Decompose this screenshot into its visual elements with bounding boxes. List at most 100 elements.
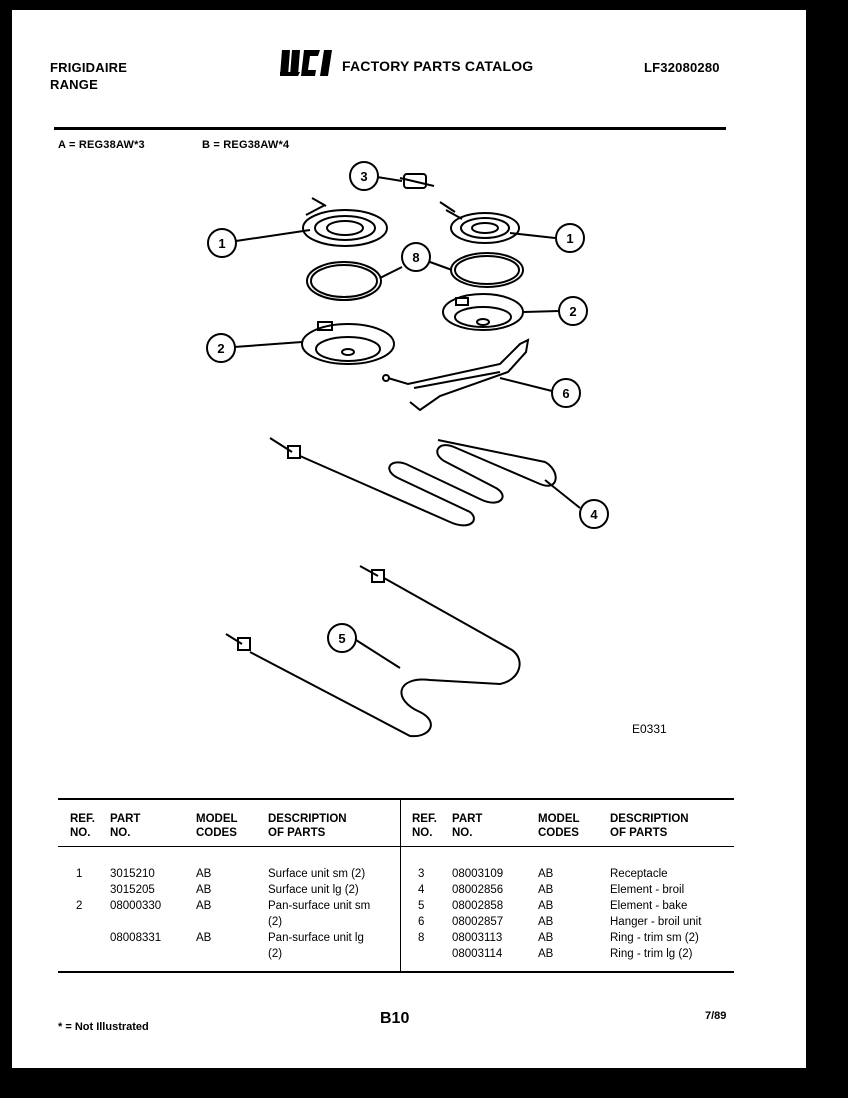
col-part-header: PART (110, 813, 141, 825)
table-cell: 3015210 (110, 868, 155, 880)
table-cell: 1 (76, 868, 83, 880)
callout-label: 6 (562, 386, 569, 401)
table-cell (70, 946, 110, 962)
product-name: RANGE (50, 77, 98, 92)
table-cell: AB (196, 932, 212, 944)
col-model-header: MODEL (538, 813, 580, 825)
callout-label: 3 (360, 169, 367, 184)
table-cell (70, 930, 110, 946)
table-cell: 2 (76, 900, 83, 912)
col-ref-header: REF. (412, 813, 437, 825)
catalog-page (12, 10, 806, 1068)
table-cell: (2) (268, 948, 283, 960)
table-cell: Receptacle (610, 868, 668, 880)
table-cell: AB (196, 884, 212, 896)
col-desc-header: DESCRIPTION (610, 813, 689, 825)
table-cell (412, 840, 740, 866)
table-cell (196, 914, 268, 930)
model-a: A = REG38AW*3 (58, 139, 145, 151)
trim-ring-large (306, 261, 382, 301)
callout-3: 3 (349, 161, 379, 191)
table-cell: 08003114 (452, 948, 503, 960)
header-rule (54, 127, 726, 130)
table-cell: Surface unit lg (2) (268, 884, 359, 896)
table-cell (110, 946, 196, 962)
col-model-header: MODEL (196, 813, 238, 825)
callout-8: 8 (401, 242, 431, 272)
col-ref-header: REF. (70, 813, 95, 825)
callout-label: 1 (218, 236, 225, 251)
bake-element-part (225, 565, 521, 738)
table-cell: AB (538, 868, 554, 880)
table-top-rule (58, 798, 734, 800)
callout-2-right: 2 (558, 296, 588, 326)
callout-1-right: 1 (555, 223, 585, 253)
table-cell: Pan-surface unit sm (268, 900, 371, 912)
table-cell: 4 (418, 884, 425, 896)
table-cell: 6 (418, 916, 425, 928)
table-cell: 3 (418, 868, 425, 880)
table-cell: 3015205 (110, 884, 155, 896)
callouts: 1 1 2 2 3 4 5 6 8 (206, 161, 609, 653)
table-cell: (2) (268, 916, 283, 928)
callout-label: 1 (566, 231, 573, 246)
broil-hanger-part (382, 338, 530, 412)
receptacle-part (399, 173, 435, 189)
broil-element-part (269, 437, 557, 527)
callout-1-left: 1 (207, 228, 237, 258)
table-cell: 8 (418, 932, 425, 944)
table-cell: Hanger - broil unit (610, 916, 702, 928)
brand-name: FRIGIDAIRE (50, 60, 128, 75)
table-cell: AB (538, 884, 554, 896)
col-part-header: PART (452, 813, 483, 825)
table-cell: AB (538, 916, 554, 928)
table-cell (412, 946, 452, 962)
table-cell: AB (196, 900, 212, 912)
drip-pan-right (442, 293, 524, 331)
catalog-number: LF32080280 (644, 60, 720, 75)
table-cell: 08002856 (452, 884, 504, 896)
diagram-code: E0331 (632, 722, 667, 736)
table-header-rule (58, 846, 734, 847)
callout-label: 2 (217, 341, 224, 356)
table-cell: Surface unit sm (2) (268, 868, 366, 880)
table-cell (70, 840, 398, 866)
table-row: 3015205 AB Surface unit lg (2) (70, 882, 398, 898)
table-cell: AB (538, 948, 554, 960)
col-desc-header: DESCRIPTION (268, 813, 347, 825)
table-cell: AB (538, 932, 554, 944)
callout-6: 6 (551, 378, 581, 408)
table-cell: 08002857 (452, 916, 504, 928)
page-number: B10 (380, 1010, 410, 1027)
surface-unit-right (439, 201, 520, 244)
callout-label: 5 (338, 631, 345, 646)
table-row: (2) (70, 914, 398, 930)
exploded-parts-diagram (225, 173, 581, 738)
table-cell (196, 946, 268, 962)
table-cell: 08002858 (452, 900, 504, 912)
callout-2-left: 2 (206, 333, 236, 363)
table-cell (70, 914, 110, 930)
table-row: (2) (70, 946, 398, 962)
table-cell: Ring - trim sm (2) (610, 932, 699, 944)
not-illustrated-note: * = Not Illustrated (58, 1021, 149, 1033)
callout-5: 5 (327, 623, 357, 653)
revision-date: 7/89 (705, 1010, 727, 1022)
callout-4: 4 (579, 499, 609, 529)
surface-unit-left (302, 197, 388, 247)
drip-pan-left (301, 321, 395, 365)
table-cell: 08008331 (110, 932, 162, 944)
table-cell: Element - bake (610, 900, 688, 912)
catalog-title: FACTORY PARTS CATALOG (342, 58, 534, 74)
model-b: B = REG38AW*4 (202, 139, 290, 151)
